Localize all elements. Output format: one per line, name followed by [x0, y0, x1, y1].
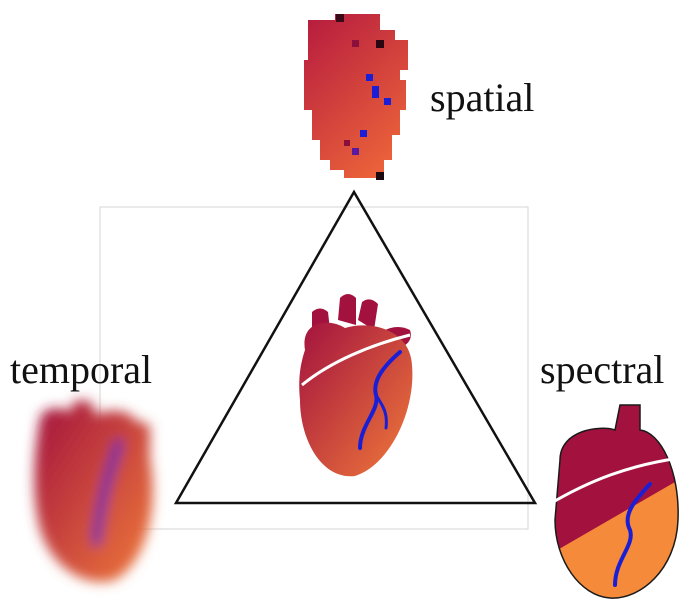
- label-temporal: temporal: [10, 350, 152, 390]
- center-heart-icon: [299, 294, 412, 476]
- label-spectral: spectral: [540, 350, 664, 390]
- temporal-heart-icon: [34, 400, 152, 582]
- spectral-heart-icon: [540, 400, 682, 600]
- spatial-heart-icon: [304, 14, 408, 180]
- label-spatial: spatial: [430, 78, 534, 118]
